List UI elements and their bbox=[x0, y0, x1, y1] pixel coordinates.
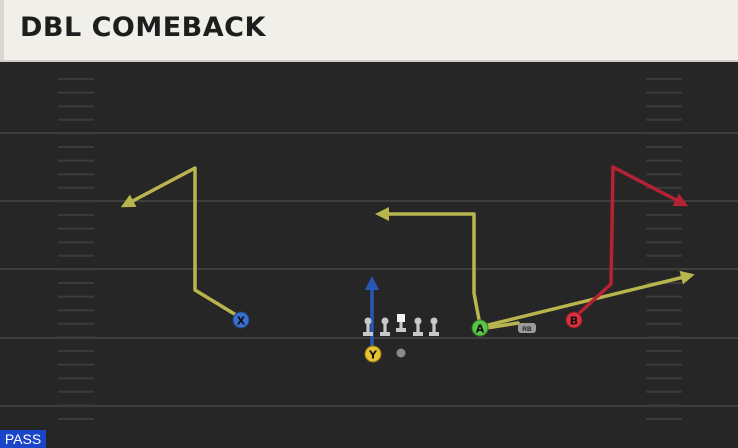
receiver-a-label: A bbox=[476, 323, 485, 336]
play-title-banner: DBL COMEBACK bbox=[0, 0, 738, 60]
play-type-badge: PASS bbox=[0, 430, 46, 448]
banner-edge bbox=[0, 0, 4, 60]
receiver-y-label: Y bbox=[368, 349, 378, 362]
running-back-label: RB bbox=[522, 326, 532, 333]
offensive-lineman-icon bbox=[413, 317, 423, 336]
yard-lines bbox=[0, 132, 738, 407]
offensive-lineman-icon bbox=[363, 317, 373, 336]
receiver-b[interactable]: B bbox=[565, 311, 583, 329]
route-b-corner-comeback bbox=[572, 165, 689, 320]
play-field bbox=[0, 62, 738, 448]
offensive-lineman-icon bbox=[380, 317, 390, 336]
route-a-comeback bbox=[375, 207, 482, 327]
center-lineman-icon bbox=[396, 314, 406, 332]
play-title: DBL COMEBACK bbox=[20, 12, 266, 43]
receiver-x[interactable]: X bbox=[232, 311, 250, 329]
hash-marks bbox=[58, 78, 682, 420]
route-x-comeback bbox=[120, 166, 243, 320]
receiver-x-label: X bbox=[237, 315, 246, 328]
receiver-b-label: B bbox=[570, 315, 578, 328]
football-icon bbox=[396, 348, 406, 358]
offensive-line bbox=[363, 314, 439, 336]
running-back-icon[interactable]: RB bbox=[518, 323, 536, 333]
offensive-lineman-icon bbox=[429, 317, 439, 336]
receiver-a[interactable]: A bbox=[471, 319, 489, 337]
receiver-y[interactable]: Y bbox=[364, 345, 382, 363]
route-a-out bbox=[478, 270, 695, 329]
routes bbox=[120, 165, 695, 354]
